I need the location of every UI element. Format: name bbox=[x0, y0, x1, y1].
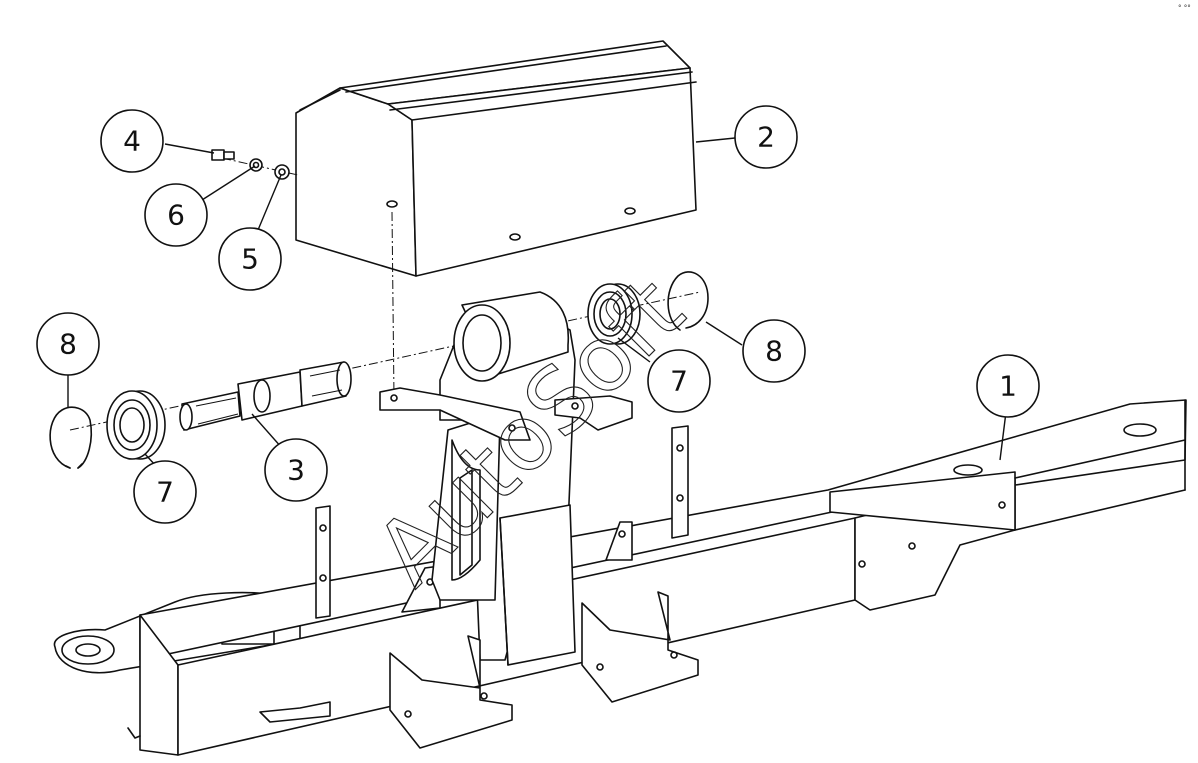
leader-5 bbox=[257, 174, 282, 231]
part-8-circlip-left bbox=[49, 406, 93, 469]
leader-7-right bbox=[617, 337, 651, 363]
shaft-axis-line bbox=[69, 291, 701, 431]
callout-3: 3 bbox=[264, 438, 328, 502]
leader-6 bbox=[201, 165, 256, 201]
part-7-bearing-left bbox=[106, 390, 166, 460]
svg-text:2: 2 bbox=[757, 121, 775, 154]
leader-1 bbox=[999, 411, 1007, 461]
callout-8-left: 8 bbox=[36, 312, 100, 376]
callout-5: 5 bbox=[218, 227, 282, 291]
part-5-washer bbox=[274, 164, 290, 180]
corner-mark: ° °° bbox=[1178, 4, 1191, 12]
vertical-axis-line bbox=[391, 211, 395, 399]
part-7-bearing-right bbox=[587, 283, 641, 345]
svg-text:5: 5 bbox=[241, 243, 259, 276]
part-1-frame bbox=[53, 399, 1187, 756]
svg-text:1: 1 bbox=[999, 370, 1017, 403]
part-8-circlip-right bbox=[667, 271, 709, 331]
svg-text:8: 8 bbox=[765, 335, 783, 368]
skid-plate-right bbox=[581, 591, 699, 703]
bearing-support-tower bbox=[379, 291, 633, 666]
svg-text:7: 7 bbox=[670, 365, 688, 398]
svg-text:8: 8 bbox=[59, 328, 77, 361]
svg-text:7: 7 bbox=[156, 476, 174, 509]
leader-3 bbox=[251, 413, 283, 449]
svg-text:6: 6 bbox=[167, 199, 185, 232]
callout-2: 2 bbox=[734, 105, 798, 169]
callout-7-right: 7 bbox=[647, 349, 711, 413]
callout-7-left: 7 bbox=[133, 460, 197, 524]
leader-2 bbox=[695, 137, 736, 143]
callout-1: 1 bbox=[976, 354, 1040, 418]
svg-text:4: 4 bbox=[123, 125, 141, 158]
callout-6: 6 bbox=[144, 183, 208, 247]
callout-8-right: 8 bbox=[742, 319, 806, 383]
svg-text:3: 3 bbox=[287, 454, 305, 487]
leader-8-right bbox=[705, 321, 743, 346]
skid-plate-left bbox=[389, 635, 513, 749]
part-4-bolt bbox=[211, 149, 235, 161]
part-2-cover bbox=[295, 40, 697, 277]
part-6-nut bbox=[249, 158, 263, 172]
callout-4: 4 bbox=[100, 109, 164, 173]
part-3-shaft bbox=[179, 361, 352, 431]
leader-4 bbox=[164, 143, 215, 154]
